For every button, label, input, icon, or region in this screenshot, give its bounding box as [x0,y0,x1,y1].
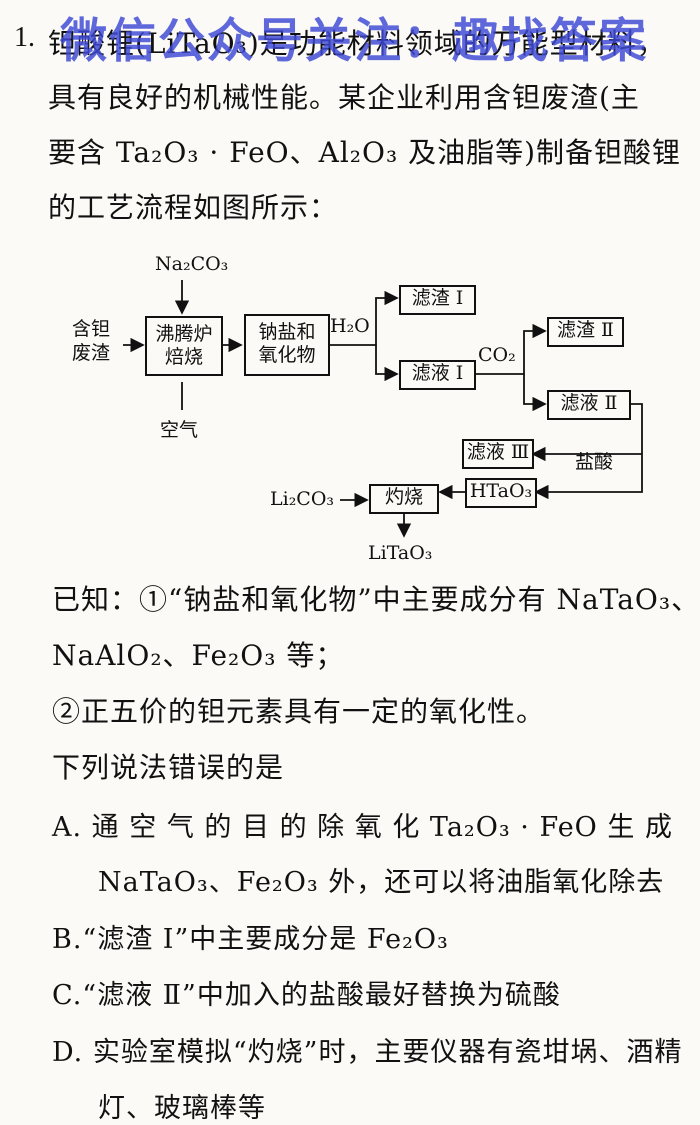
htao3-box: HTaO₃ [465,478,537,508]
option-d-line-2: 灯、玻璃棒等 [98,1093,266,1124]
li2co3-label: Li₂CO₃ [270,488,335,510]
calcination-box: 灼烧 [369,484,439,514]
residue-1-box: 滤渣 Ⅰ [399,285,476,315]
sodium-salt-box: 钠盐和 氧化物 [244,314,330,376]
na2co3-label: Na₂CO₃ [155,253,229,275]
furnace-box: 沸腾炉 焙烧 [145,316,223,376]
product-label: LiTaO₃ [368,542,433,564]
residue-2-box: 滤渣 Ⅱ [547,317,624,347]
stem-line-3: 要含 Ta₂O₃ · FeO、Al₂O₃ 及油脂等)制备钽酸锂 [48,136,682,169]
raw-material-label: 含钽 废渣 [72,318,111,364]
known-line-2: NaAlO₂、Fe₂O₃ 等； [52,639,345,672]
option-b: B.“滤渣 Ⅰ”中主要成分是 Fe₂O₃ [52,924,449,955]
co2-label: CO₂ [478,344,516,366]
filtrate-2-box: 滤液 Ⅱ [547,390,631,420]
flowchart-arrows [123,280,643,538]
known-line-3: ②正五价的钽元素具有一定的氧化性。 [52,695,546,728]
hydrochloric-acid-label: 盐酸 [575,451,614,473]
air-label: 空气 [160,419,199,441]
known-line-1: 已知：①“钠盐和氧化物”中主要成分有 NaTaO₃、 [52,583,700,616]
option-d-line-1: D. 实验室模拟“灼烧”时，主要仪器有瓷坩埚、酒精 [52,1037,683,1068]
stem-line-4: 的工艺流程如图所示： [48,191,339,224]
water-label: H₂O [330,315,370,337]
question-prompt: 下列说法错误的是 [52,751,285,784]
stem-line-1: 钽酸锂(LiTaO₃)是功能材料领域的万能型材料， [48,27,666,60]
stem-line-2: 具有良好的机械性能。某企业利用含钽废渣(主 [48,81,640,114]
filtrate-3-box: 滤液 Ⅲ [462,439,534,469]
filtrate-1-box: 滤液 Ⅰ [399,360,476,390]
question-number: 1. [14,22,35,53]
option-c: C.“滤液 Ⅱ”中加入的盐酸最好替换为硫酸 [52,980,561,1011]
watermark-overlay: 微信公众号关注：趣找答案 [60,14,648,69]
option-a-line-2: NaTaO₃、Fe₂O₃ 外，还可以将油脂氧化除去 [98,867,665,898]
option-a-line-1: A. 通 空 气 的 目 的 除 氧 化 Ta₂O₃ · FeO 生 成 [52,812,673,843]
